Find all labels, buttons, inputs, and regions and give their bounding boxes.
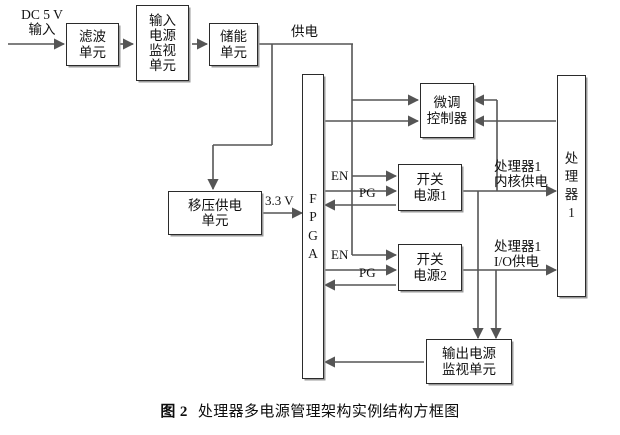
dc-input-line-1: DC 5 V [21,7,63,22]
proc1-core-power-line-1: 处理器1 [494,159,542,174]
switching-supply-2-line-1: 开关 [416,252,444,268]
dc-input-line-2: 输入 [28,22,56,38]
input-power-monitor-line-2: 电源 [149,27,176,43]
processor-1-char-1: 处 [564,150,579,166]
proc1-io-power-line-1: 处理器1 [494,239,542,254]
switching-supply-2-line-2: 电源2 [413,267,447,283]
figure-caption: 图 2 处理器多电源管理架构实例结构方框图 [0,400,620,421]
block-filter-unit[interactable]: 滤波 单元 [66,23,119,66]
block-input-power-monitor[interactable]: 输入 电源 监视 单元 [136,5,189,81]
input-power-monitor-line-1: 输入 [149,12,176,28]
figure-caption-number: 图 2 [160,404,188,420]
output-power-monitor-line-1: 输出电源 [442,346,496,362]
switching-supply-1-line-2: 电源1 [413,187,447,203]
proc1-io-power-line-2: I/O供电 [494,254,539,270]
label-en-2: EN [331,247,349,262]
fpga-char-2: P [309,209,317,225]
block-trim-controller[interactable]: 微调 控制器 [420,83,474,138]
block-processor-1[interactable]: 处 理 器 1 [557,75,586,297]
label-rail-3v3: 3.3 V [265,193,294,208]
label-pg-2: PG [359,265,376,280]
fpga-char-3: G [308,227,318,243]
trim-controller-line-2: 控制器 [426,110,468,126]
input-power-monitor-line-4: 单元 [149,58,176,74]
fpga-char-4: A [308,245,318,261]
fpga-char-1: F [309,191,317,207]
block-output-power-monitor[interactable]: 输出电源 监视单元 [426,339,512,384]
trim-controller-line-1: 微调 [433,95,461,111]
block-voltage-shift-supply[interactable]: 移压供电 单元 [168,191,262,235]
label-en-1: EN [331,168,349,183]
proc1-core-power-line-2: 内核供电 [494,174,548,190]
label-proc1-core-power: 处理器1 内核供电 [494,159,548,189]
energy-storage-line-2: 单元 [220,44,247,60]
processor-1-char-4: 1 [568,205,575,221]
processor-1-char-3: 器 [564,187,579,202]
block-switching-supply-2[interactable]: 开关 电源2 [398,244,462,291]
switching-supply-1-line-1: 开关 [416,172,444,188]
label-dc-input: DC 5 V 输入 [7,7,77,37]
label-pg-1: PG [359,185,376,200]
processor-1-char-2: 理 [564,168,579,184]
filter-unit-line-1: 滤波 [79,29,106,45]
input-power-monitor-line-3: 监视 [149,43,176,58]
energy-storage-line-1: 储能 [220,29,247,45]
filter-unit-line-2: 单元 [79,44,106,60]
figure-caption-text: 处理器多电源管理架构实例结构方框图 [197,404,460,420]
block-fpga[interactable]: F P G A [302,74,324,379]
block-energy-storage[interactable]: 储能 单元 [209,23,258,66]
output-power-monitor-line-2: 监视单元 [442,361,496,377]
voltage-shift-line-2: 单元 [201,213,229,228]
label-proc1-io-power: 处理器1 I/O供电 [494,239,541,269]
label-power-supply-bus: 供电 [291,24,318,39]
voltage-shift-line-1: 移压供电 [188,197,242,213]
block-switching-supply-1[interactable]: 开关 电源1 [398,164,462,211]
